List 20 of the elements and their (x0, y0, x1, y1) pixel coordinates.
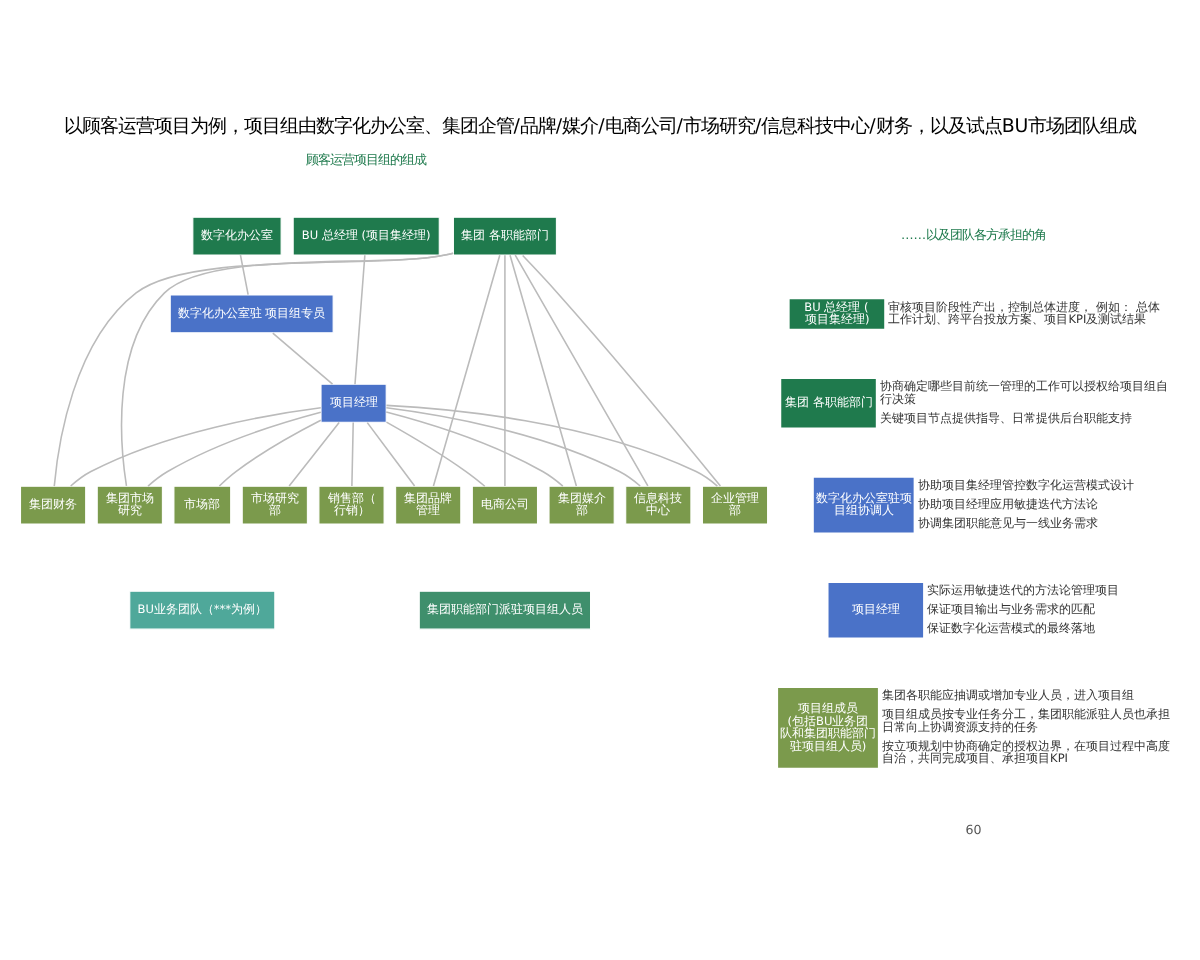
connector (147, 410, 322, 486)
connector (385, 403, 719, 486)
connector (385, 406, 641, 486)
connector (351, 420, 354, 486)
connector (288, 420, 340, 486)
connector (53, 251, 454, 486)
connector (385, 410, 564, 486)
connector (521, 253, 722, 486)
connector (509, 253, 578, 486)
connector (69, 406, 322, 486)
connector (432, 253, 501, 486)
connector (354, 253, 366, 385)
connector (218, 418, 322, 486)
connector (504, 253, 506, 486)
connector (239, 253, 249, 295)
connector (366, 420, 416, 486)
connector (514, 253, 649, 486)
connector (272, 331, 334, 384)
diagram-title: 以顾客运营项目为例，项目组由数字化办公室、集团企管/品牌/媒介/电商公司/市场研究/信息科技中心/财务，以及试点BU市场团队组成 (63, 114, 1137, 137)
connector (385, 420, 486, 487)
